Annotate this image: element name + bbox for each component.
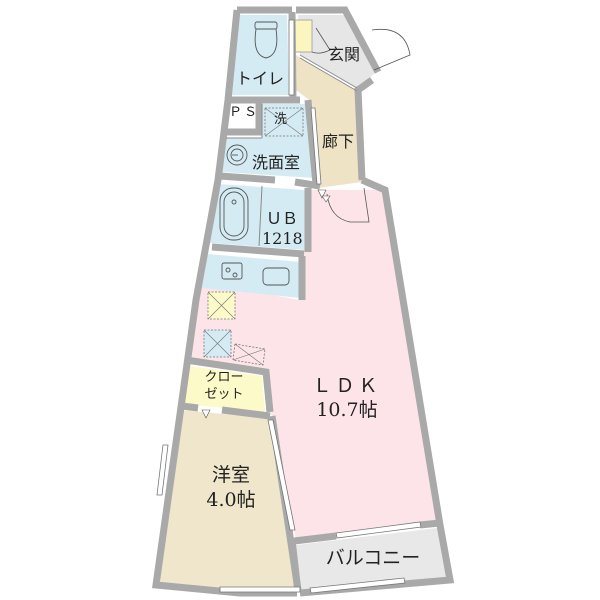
closet-label-line1: クロー [204, 370, 244, 385]
refrigerator-space [207, 291, 236, 320]
western-room-floor [160, 410, 297, 590]
bathtub [219, 187, 249, 241]
ps-label: ＰＳ [229, 105, 260, 120]
kitchen-sink [262, 267, 290, 286]
windows [156, 19, 422, 594]
unit-bath-label: ＵＢ [265, 209, 298, 228]
washer-pan [264, 107, 304, 137]
ldk-floor [188, 190, 436, 540]
ldk-size: 10.7帖 [316, 399, 378, 421]
toilet-label: トイレ [236, 69, 285, 88]
closet-floor [184, 366, 265, 412]
thin-partitions [226, 54, 358, 247]
washroom-label: 洗面室 [252, 153, 301, 172]
toilet-fixture [254, 21, 278, 59]
ps-floor [226, 104, 257, 128]
stove [221, 262, 243, 280]
kitchen-counter [202, 254, 300, 298]
entrance-floor [298, 15, 375, 88]
ldk-label: ＬＤＫ [312, 375, 382, 397]
appliance-space [232, 343, 266, 366]
hallway-floor [296, 55, 362, 188]
unit-bath-floor [210, 184, 306, 250]
balcony-floor [296, 528, 447, 590]
washing-machine-space [203, 329, 232, 358]
western-room-label: 洋室 [211, 464, 250, 486]
western-room-size: 4.0帖 [206, 489, 256, 511]
balcony-label: バルコニー [325, 547, 421, 569]
washer-label: 洗 [274, 112, 288, 127]
unit-bath-size: 1218 [262, 229, 303, 248]
wash-basin [226, 144, 248, 166]
hallway-label: 廊下 [322, 132, 355, 151]
closet-label-line2: ゼット [204, 387, 244, 402]
entrance-label: 玄関 [328, 45, 361, 64]
door-swings [311, 27, 411, 223]
shoe-box [293, 19, 313, 53]
